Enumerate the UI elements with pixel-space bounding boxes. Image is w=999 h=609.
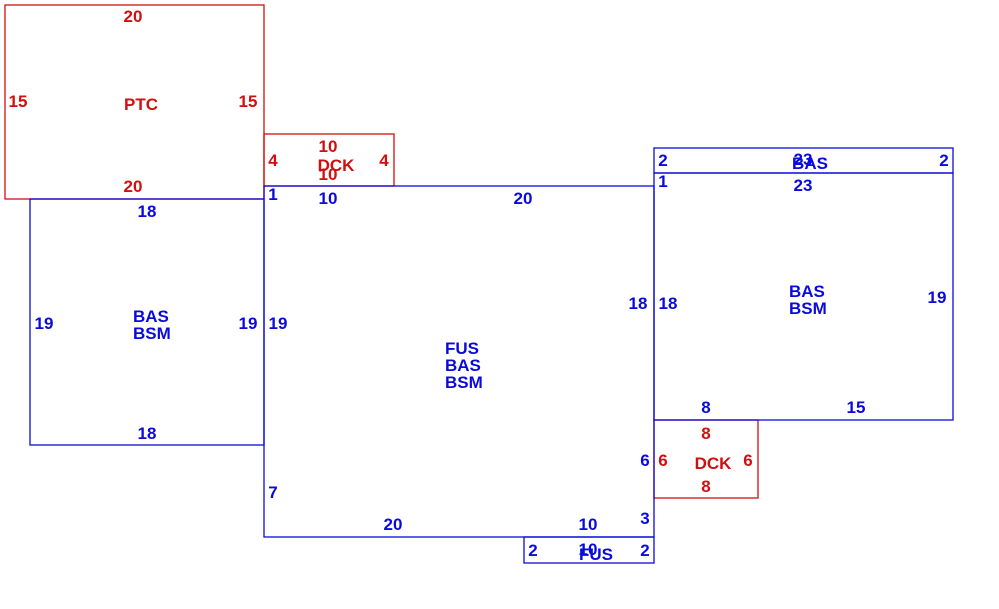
main-dim-top-c: 20 <box>514 189 533 208</box>
bas-right-dim-top: 23 <box>794 176 813 195</box>
dck-top-dim-right: 4 <box>379 151 389 170</box>
bas-right-label-bas: BAS <box>789 282 825 301</box>
ptc-dim-right: 15 <box>239 92 258 111</box>
bas-right-dim-top-left: 1 <box>658 172 667 191</box>
ptc-dim-left: 15 <box>9 92 28 111</box>
dck-right-dim-left: 6 <box>658 451 667 470</box>
main-label-bas: BAS <box>445 356 481 375</box>
bas-strip-label: BAS <box>792 154 828 173</box>
main-dim-left-lower: 7 <box>268 483 277 502</box>
dck-top-label: DCK <box>318 156 356 175</box>
main-dim-left: 19 <box>269 314 288 333</box>
dck-right-label: DCK <box>695 454 733 473</box>
main-dim-right-lower-b: 3 <box>640 509 649 528</box>
bas-left-dim-top: 18 <box>138 202 157 221</box>
main-label-fus: FUS <box>445 339 479 358</box>
bas-left-label-bas: BAS <box>133 307 169 326</box>
dck-top-dim-top: 10 <box>319 137 338 156</box>
bas-right-dim-right: 19 <box>928 288 947 307</box>
fus-bottom-dim-right: 2 <box>640 541 649 560</box>
dck-top-dim-bottom: 10 <box>319 165 338 184</box>
dck-right-dim-top: 8 <box>701 424 710 443</box>
main-dim-top-a: 1 <box>268 185 277 204</box>
bas-strip-dim-right: 2 <box>939 151 948 170</box>
bas-right-dim-bottom-b: 15 <box>847 398 866 417</box>
bas-right-label-bsm: BSM <box>789 299 827 318</box>
dck-right-dim-bottom: 8 <box>701 477 710 496</box>
bas-left-dim-bottom: 18 <box>138 424 157 443</box>
fus-bottom-dim-left: 2 <box>528 541 537 560</box>
fus-bottom-outline <box>523 536 655 564</box>
main-dim-right: 18 <box>629 294 648 313</box>
bas-left-dim-right: 19 <box>239 314 258 333</box>
dck-right-dim-right: 6 <box>743 451 752 470</box>
ptc-dim-bottom: 20 <box>124 177 143 196</box>
bas-left-dim-left: 19 <box>35 314 54 333</box>
fus-bottom-dim-top: 10 <box>579 540 598 559</box>
bas-strip-dim-top: 23 <box>794 150 813 169</box>
main-dim-top-b: 10 <box>319 189 338 208</box>
bas-right-dim-left: 18 <box>659 294 678 313</box>
main-dim-bottom-a: 20 <box>384 515 403 534</box>
main-label-bsm: BSM <box>445 373 483 392</box>
main-dim-bottom-b: 10 <box>579 515 598 534</box>
dck-top-dim-left: 4 <box>268 151 278 170</box>
bas-left-label-bsm: BSM <box>133 324 171 343</box>
bas-right-outline <box>653 172 954 421</box>
fus-bottom-label: FUS <box>579 545 613 564</box>
main-dim-right-lower-a: 6 <box>640 451 649 470</box>
ptc-dim-top: 20 <box>124 7 143 26</box>
bas-strip-dim-left: 2 <box>658 151 667 170</box>
bas-right-dim-bottom-a: 8 <box>701 398 710 417</box>
ptc-label: PTC <box>124 95 158 114</box>
